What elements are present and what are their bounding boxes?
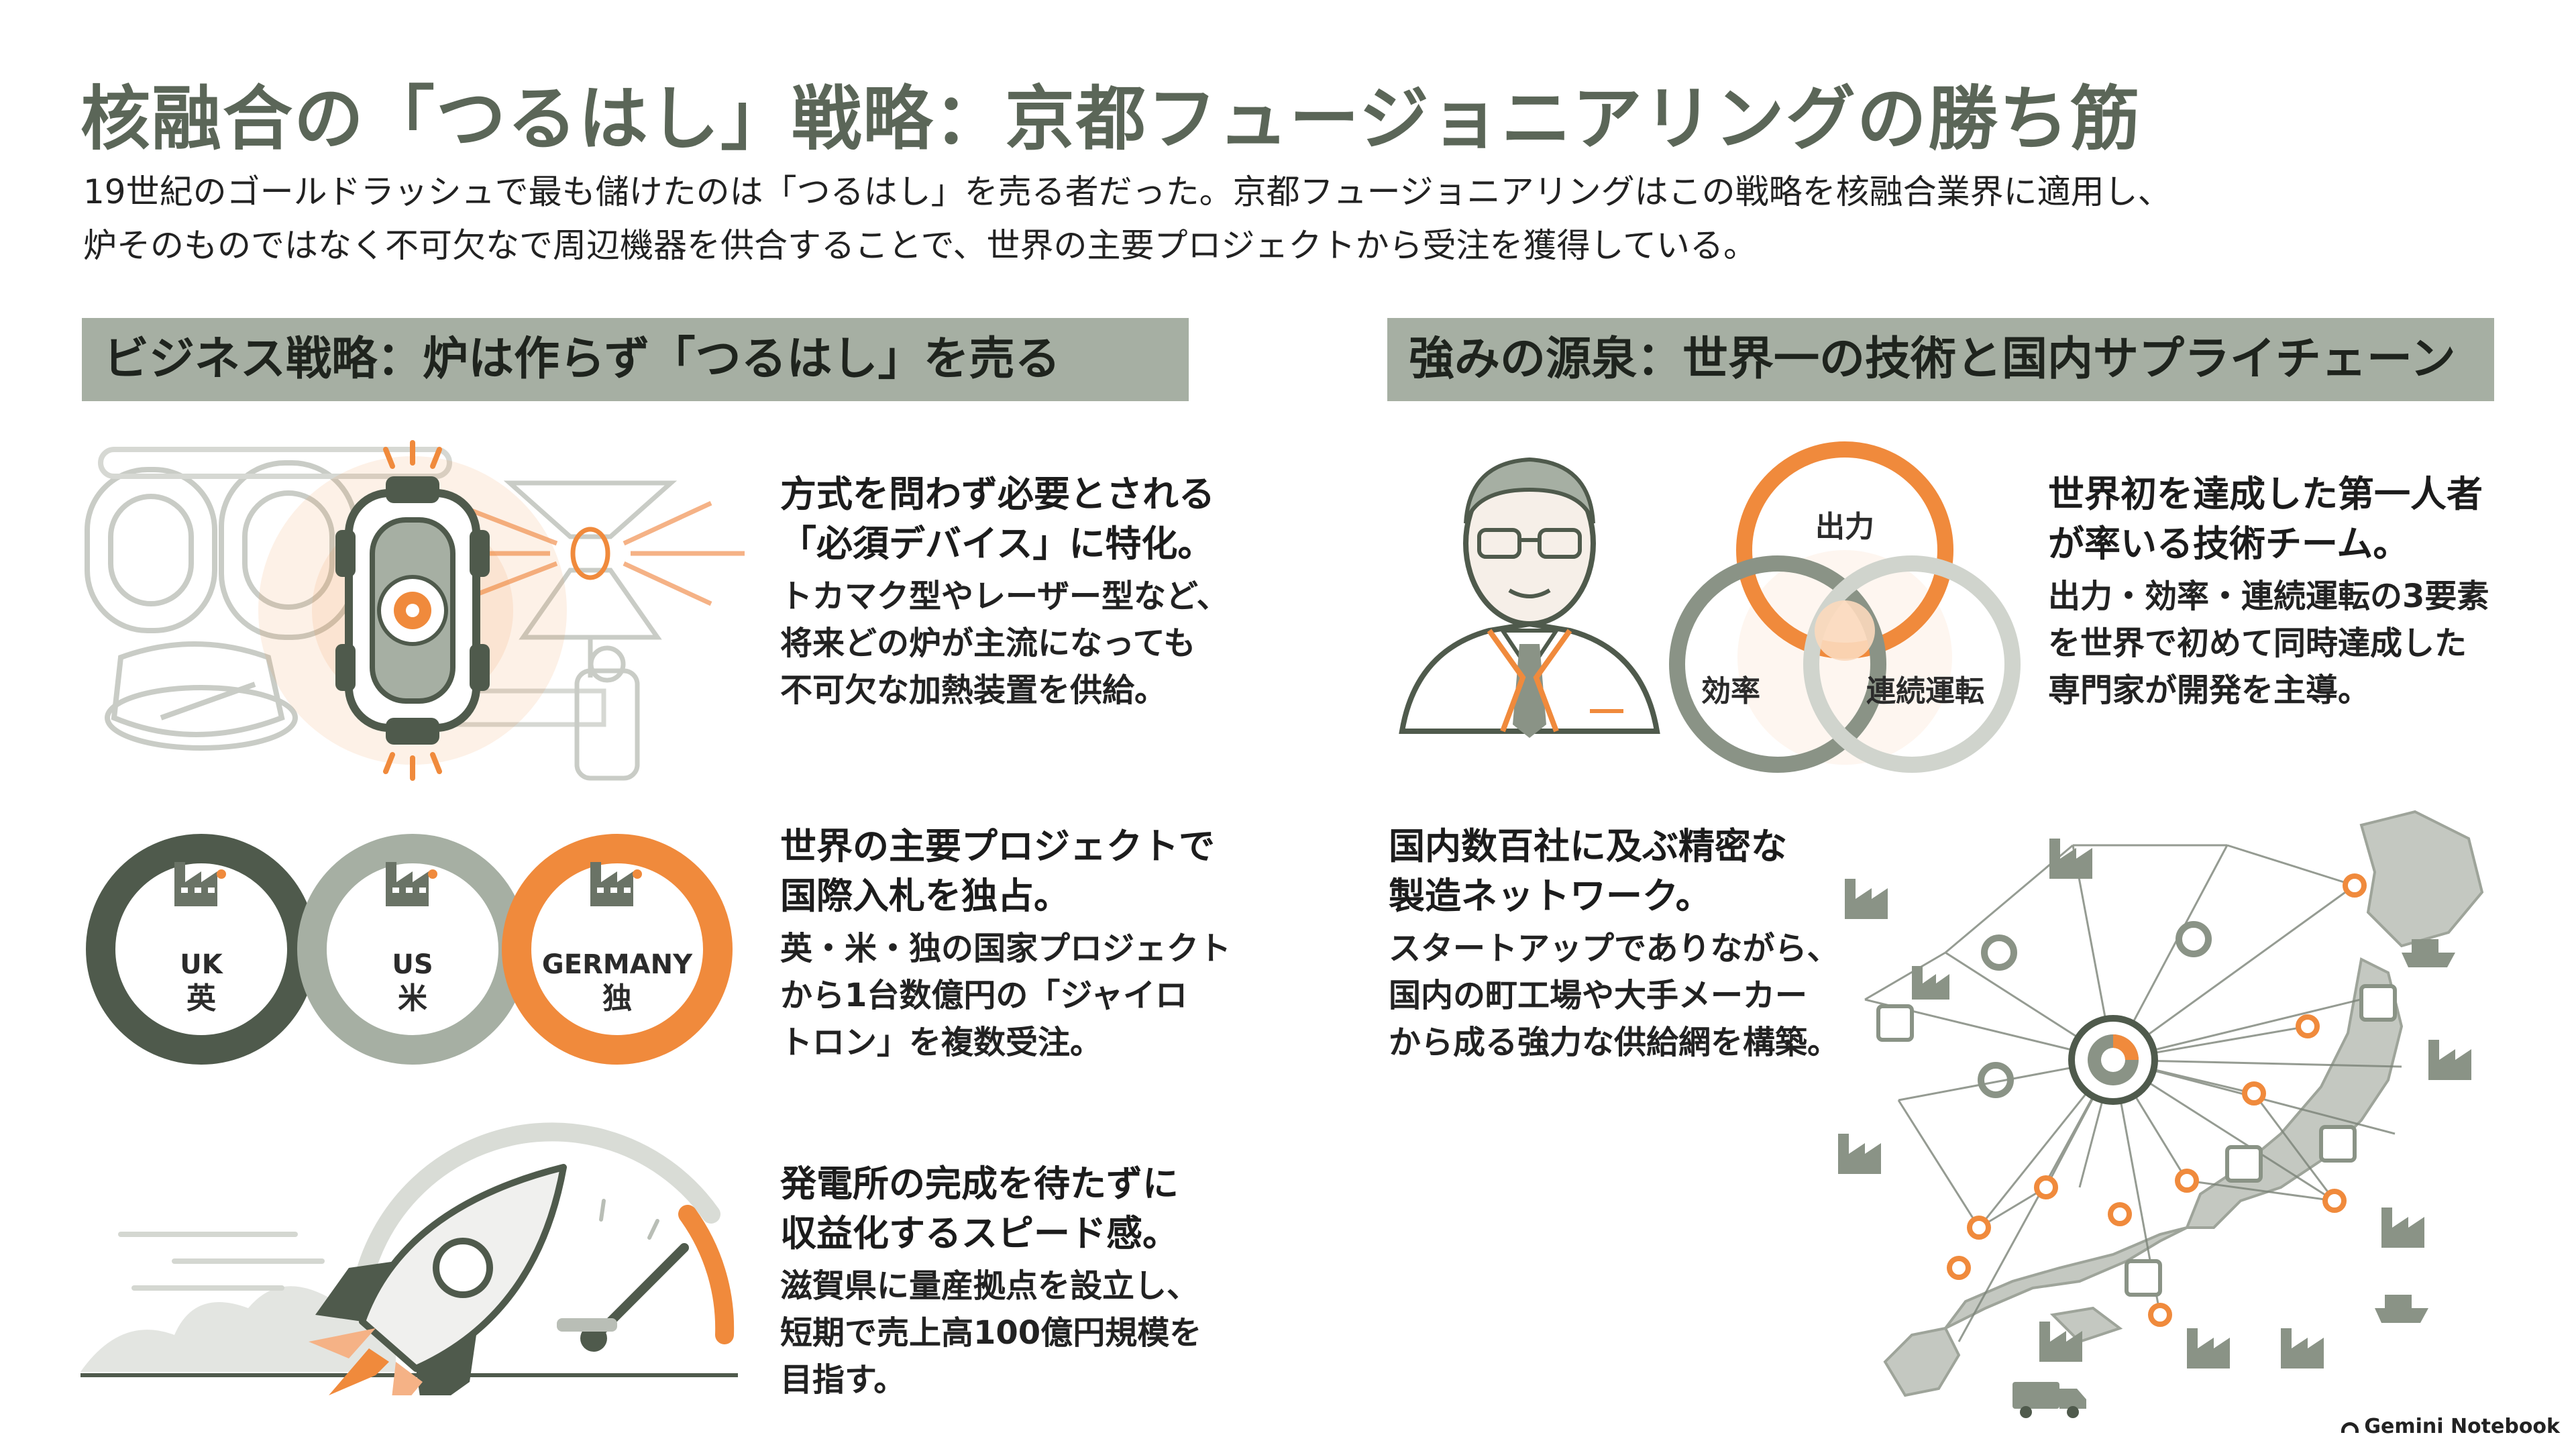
- left-item-3-body-2: 短期で売上高100億円規模を: [780, 1314, 1202, 1352]
- left-item-2-heading-2: 国際入札を独占。: [780, 875, 1070, 917]
- right-item-2-heading-1: 国内数百社に及ぶ精密な: [1389, 825, 1787, 867]
- left-item-3-body-3: 目指す。: [780, 1361, 906, 1399]
- left-item-1-heading-1: 方式を問わず必要とされる: [780, 473, 1215, 515]
- gear-icon: [1978, 921, 2212, 1098]
- intro-line-1: 19世紀のゴールドラッシュで最も儲けたのは「つるはし」を売る者だった。京都フュー…: [83, 172, 2171, 211]
- left-item-3-body-1: 滋賀県に量産拠点を設立し、: [780, 1267, 1199, 1305]
- country-us-en: US: [392, 949, 433, 980]
- team-illustration: 出力 効率 連続運転: [1399, 441, 2021, 773]
- country-us-jp: 米: [398, 981, 427, 1016]
- left-item-2-body-2: から1台数億円の「ジャイロ: [780, 977, 1187, 1014]
- japan-map-icon: [1883, 810, 2484, 1397]
- left-item-1-body-2: 将来どの炉が主流になっても: [780, 625, 1196, 662]
- country-germany-jp: 独: [602, 981, 632, 1016]
- scientist-icon: [1399, 457, 1660, 738]
- left-item-3-heading-2: 収益化するスピード感。: [780, 1212, 1179, 1254]
- left-item-1-body-3: 不可欠な加熱装置を供給。: [780, 672, 1167, 709]
- ship-icon: [2375, 939, 2455, 1323]
- country-uk-jp: 英: [186, 981, 217, 1016]
- right-item-1-body-3: 専門家が開発を主導。: [2048, 672, 2371, 709]
- right-item-1: 世界初を達成した第一人者 が率いる技術チーム。 出力・効率・連続運転の3要素 を…: [2048, 470, 2489, 714]
- right-item-1-heading-1: 世界初を達成した第一人者: [2048, 473, 2483, 515]
- right-item-2: 国内数百社に及ぶ精密な 製造ネットワーク。 スタートアップでありながら、 国内の…: [1389, 822, 1839, 1066]
- venn-label-continuous: 連続運転: [1866, 674, 1984, 708]
- right-item-2-body-1: スタートアップでありながら、: [1389, 930, 1839, 967]
- right-item-2-heading-2: 製造ネットワーク。: [1389, 875, 1712, 917]
- country-uk-en: UK: [180, 949, 223, 980]
- right-item-2-body-2: 国内の町工場や大手メーカー: [1389, 977, 1808, 1014]
- speed-illustration: [80, 1122, 738, 1395]
- venn-label-efficiency: 効率: [1701, 674, 1760, 708]
- country-germany-en: GERMANY: [542, 949, 693, 980]
- supply-network-map: [1838, 810, 2484, 1418]
- factory-icon: [174, 862, 642, 906]
- right-item-2-body-3: から成る強力な供給網を構築。: [1389, 1024, 1840, 1061]
- left-item-2-body-1: 英・米・独の国家プロジェクト: [780, 930, 1232, 967]
- hub-icon: [2068, 1015, 2158, 1105]
- gemini-logo-icon: [2341, 1421, 2359, 1433]
- left-section-header: ビジネス戦略：炉は作らず「つるはし」を売る: [82, 318, 1189, 401]
- gyrotron-icon: [335, 440, 490, 781]
- page-title: 核融合の「つるはし」戦略：京都フュージョニアリングの勝ち筋: [80, 78, 2141, 160]
- laser-reactor-icon: [393, 480, 745, 781]
- left-item-1: 方式を問わず必要とされる 「必須デバイス」に特化。 トカマク型やレーザー型など、…: [780, 470, 1229, 714]
- truck-icon: [2012, 1382, 2086, 1418]
- right-item-1-body-1: 出力・効率・連続運転の3要素: [2048, 578, 2489, 615]
- left-item-1-heading-2: 「必須デバイス」に特化。: [780, 523, 1214, 565]
- intro-line-2: 炉そのものではなく不可欠なで周辺機器を供合することで、世界の主要プロジェクトから…: [83, 226, 1757, 265]
- left-item-1-body-1: トカマク型やレーザー型など、: [780, 578, 1229, 615]
- rocket-icon: [309, 1164, 567, 1395]
- gemini-credit: Gemini Notebook: [2341, 1415, 2560, 1438]
- credit-text: Gemini Notebook: [2364, 1415, 2560, 1438]
- factory-icon: [1838, 839, 2471, 1368]
- gyrotron-illustration: [85, 440, 745, 781]
- ring-germany: [502, 834, 733, 1065]
- left-item-2-body-3: トロン」を複数受注。: [780, 1024, 1103, 1061]
- right-item-1-heading-2: が率いる技術チーム。: [2048, 523, 2410, 565]
- left-item-2-heading-1: 世界の主要プロジェクトで: [780, 825, 1215, 867]
- right-item-1-body-2: を世界で初めて同時達成した: [2048, 625, 2467, 662]
- left-item-2: 世界の主要プロジェクトで 国際入札を独占。 英・米・独の国家プロジェクト から1…: [780, 822, 1231, 1066]
- venn-diagram-icon: 出力 効率 連続運転: [1669, 441, 2021, 773]
- venn-label-output: 出力: [1815, 510, 1874, 544]
- right-section-header: 強みの源泉：世界一の技術と国内サプライチェーン: [1387, 318, 2494, 401]
- country-rings: UK 英 US 米 GERMANY 独: [86, 834, 733, 1065]
- left-item-3-heading-1: 発電所の完成を待たずに: [780, 1163, 1179, 1205]
- left-item-3: 発電所の完成を待たずに 収益化するスピード感。 滋賀県に量産拠点を設立し、 短期…: [780, 1159, 1201, 1403]
- chip-icon: [1876, 984, 2397, 1297]
